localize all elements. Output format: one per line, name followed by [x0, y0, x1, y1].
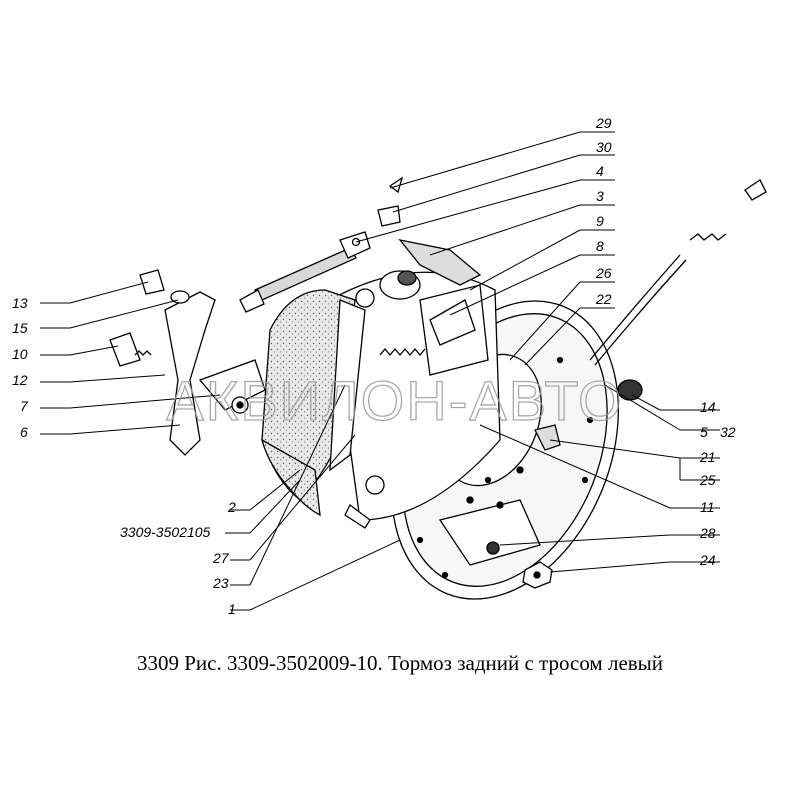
callout-10: 10: [12, 346, 28, 362]
callout-12: 12: [12, 372, 28, 388]
callout-11: 11: [700, 499, 715, 515]
bolts-and-washers: [109, 269, 190, 367]
callout-23: 23: [212, 575, 229, 591]
callout-3: 3: [596, 188, 604, 204]
callout-27: 27: [212, 550, 230, 566]
parking-lever: [164, 291, 266, 456]
watermark: АКВИЛОН-АВТО: [166, 369, 623, 432]
leader-lines: [40, 131, 720, 611]
parking-cable: [589, 179, 767, 401]
wheel-cylinder: [355, 270, 421, 308]
callout-22: 22: [595, 291, 612, 307]
nut-and-plug: [522, 561, 553, 589]
callout-28: 28: [699, 525, 716, 541]
callout-32: 32: [720, 424, 736, 440]
brake-assembly-illustration: [109, 176, 767, 600]
pin-and-cotter: [377, 176, 404, 227]
callout-13: 13: [12, 295, 28, 311]
callout-labels: 29 30 4 3 9 8 26 22 14 5 32 21 25 11 28 …: [12, 115, 736, 617]
callout-5: 5: [700, 424, 708, 440]
brake-shoe-lining: [260, 289, 366, 517]
callout-6: 6: [20, 424, 28, 440]
adjusting-rod: [239, 231, 371, 313]
callout-21: 21: [699, 449, 716, 465]
callout-25: 25: [699, 472, 716, 488]
callout-14: 14: [700, 399, 716, 415]
callout-8: 8: [596, 238, 604, 254]
part-code-label: 3309-3502105: [120, 524, 211, 540]
callout-30: 30: [596, 139, 612, 155]
callout-15: 15: [12, 320, 28, 336]
callout-4: 4: [596, 163, 604, 179]
callout-9: 9: [596, 213, 604, 229]
callout-29: 29: [595, 115, 612, 131]
callout-2: 2: [227, 499, 236, 515]
return-spring: [379, 299, 476, 357]
figure-caption: 3309 Рис. 3309-3502009-10. Тормоз задний…: [137, 651, 663, 675]
callout-7: 7: [20, 398, 29, 414]
callout-1: 1: [228, 601, 236, 617]
callout-26: 26: [595, 265, 612, 281]
callout-24: 24: [699, 552, 716, 568]
